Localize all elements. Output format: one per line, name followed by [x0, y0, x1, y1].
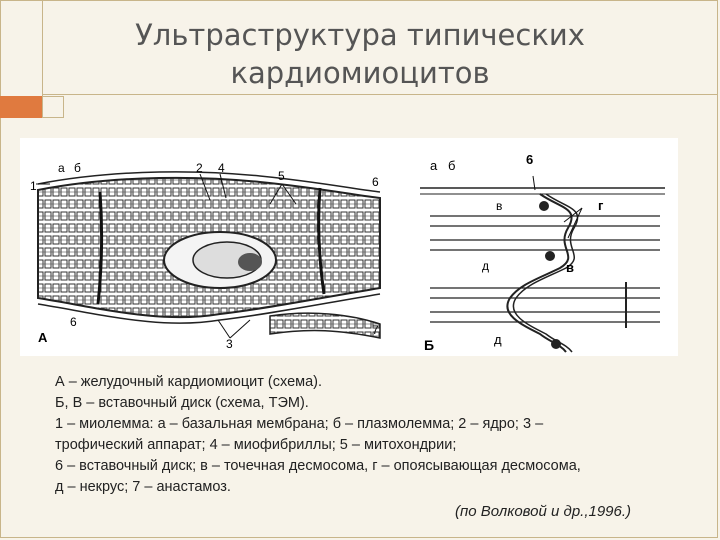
label-b-v-mid: в: [566, 260, 574, 275]
panel-a-drawing: [36, 172, 380, 338]
panel-b-label: Б: [424, 337, 434, 353]
label-b-a: а: [430, 158, 438, 173]
accent-bar: [0, 96, 42, 118]
label-b-g: г: [598, 198, 604, 213]
label-a-3: 3: [226, 337, 233, 351]
caption-line-2: Б, В – вставочный диск (схема, ТЭМ).: [55, 393, 675, 414]
figure-svg: 1 а б 2 4 5 6 6 7 3 А: [20, 138, 678, 356]
accent-square: [42, 96, 64, 118]
title-line-1: Ультраструктура типических: [0, 16, 720, 54]
label-a-2: 2: [196, 161, 203, 175]
label-b-v-top: в: [496, 199, 502, 213]
slide-title: Ультраструктура типических кардиомиоцито…: [0, 16, 720, 92]
label-a-7: 7: [372, 323, 379, 337]
label-a-6-bottom: 6: [70, 315, 77, 329]
caption-line-1: А – желудочный кардиомиоцит (схема).: [55, 372, 675, 393]
caption-line-5: 6 – вставочный диск; в – точечная десмос…: [55, 456, 675, 477]
label-a-6-top: 6: [372, 175, 379, 189]
figure-caption: А – желудочный кардиомиоцит (схема). Б, …: [55, 372, 675, 498]
caption-line-3: 1 – миолемма: а – базальная мембрана; б …: [55, 414, 675, 435]
source-citation: (по Волковой и др.,1996.): [455, 503, 631, 520]
label-a-b: б: [74, 161, 81, 175]
cardiomyocyte-figure: 1 а б 2 4 5 6 6 7 3 А: [20, 138, 678, 356]
label-b-d-mid: д: [482, 259, 489, 273]
panel-b-drawing: [420, 176, 665, 352]
caption-line-4: трофический аппарат; 4 – миофибриллы; 5 …: [55, 435, 675, 456]
label-b-d-bottom: д: [494, 332, 502, 347]
label-b-6: 6: [526, 152, 533, 167]
title-line-2: кардиомиоцитов: [0, 54, 720, 92]
label-a-5: 5: [278, 169, 285, 183]
label-a-a: а: [58, 161, 65, 175]
panel-a-label: А: [38, 330, 48, 345]
label-a-1: 1: [30, 179, 37, 193]
caption-line-6: д – некрус; 7 – анастамоз.: [55, 477, 675, 498]
label-b-b: б: [448, 158, 455, 173]
label-a-4: 4: [218, 161, 225, 175]
